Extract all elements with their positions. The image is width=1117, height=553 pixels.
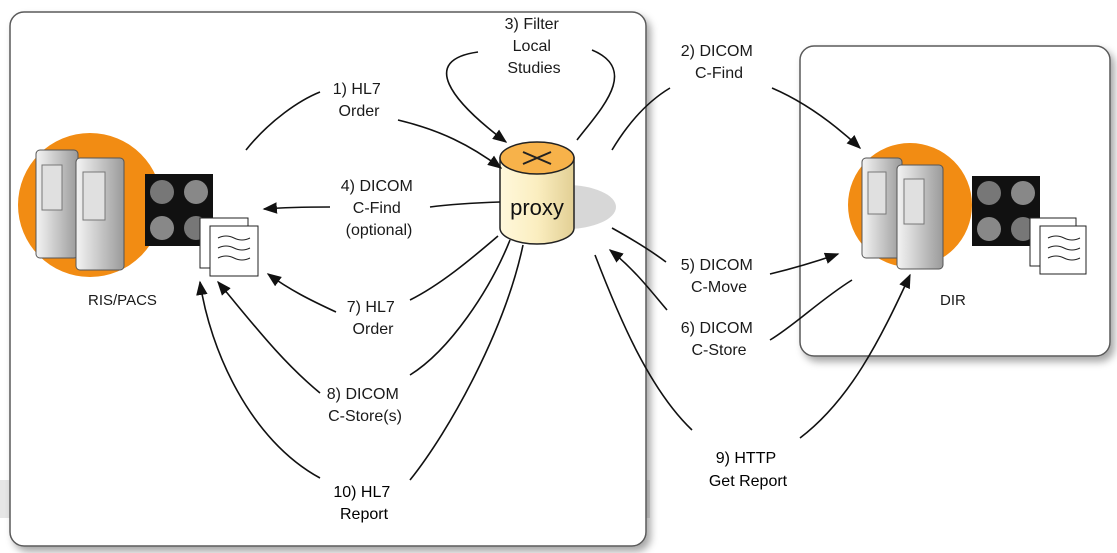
curve-s8-out [409,239,511,376]
arrow-s5-in [769,252,840,275]
router-cylinder-icon [499,157,575,245]
step-label-9: 9) HTTP Get Report [709,450,788,490]
step-labels: 3) Filter Local Studies 1) HL7 Order 2) … [327,16,788,523]
curve-s7-out [409,235,499,301]
proxy-label: proxy [510,195,564,220]
curve-s6-out [769,279,853,341]
dir-node: DIR [848,143,1087,309]
step-label-7: 7) HL7 Order [347,299,399,338]
curve-s1-out [245,91,321,151]
ris-pacs-node: RIS/PACS [18,133,259,309]
step-label-2: 2) DICOM C-Find [681,43,757,82]
arrow-filter-in [445,51,508,143]
report-document-icon [199,217,259,277]
local-site-panel [9,11,647,547]
arrow-s2-in [771,87,862,149]
step-label-5: 5) DICOM C-Move [681,257,757,296]
step-label-10: 10) HL7 Report [333,484,394,523]
connectors [196,49,911,481]
report-document-icon [1029,217,1087,275]
server-pair-icon [35,149,125,271]
step-label-3: 3) Filter Local Studies [505,16,564,77]
curve-s4-out [429,201,501,208]
router-arrows-icon [522,151,552,165]
arrow-s6-in [608,249,668,311]
step-label-4: 4) DICOM C-Find (optional) [341,178,417,239]
step-label-1: 1) HL7 Order [333,81,385,120]
mri-images-icon [972,176,1040,246]
step-label-6: 6) DICOM C-Store [681,320,757,359]
node-label-ris-pacs: RIS/PACS [88,292,157,309]
curve-filter-out [576,49,616,141]
step-label-8: 8) DICOM C-Store(s) [327,386,403,425]
proxy-node: proxy [499,141,616,245]
arrow-s1-in [397,119,503,169]
server-pair-icon [861,157,944,270]
curve-s10-out [409,244,524,481]
curve-s9-out [594,254,693,431]
arrow-s8-in [217,280,321,394]
arrow-s7-in [266,273,337,313]
arrow-s4-in [262,202,331,214]
mri-images-icon [145,174,213,246]
arrow-s9-in [799,273,911,439]
curve-s5-out [611,227,667,263]
arrow-s10-in [196,280,321,479]
node-label-dir: DIR [940,292,966,309]
curve-s2-out [611,87,671,151]
